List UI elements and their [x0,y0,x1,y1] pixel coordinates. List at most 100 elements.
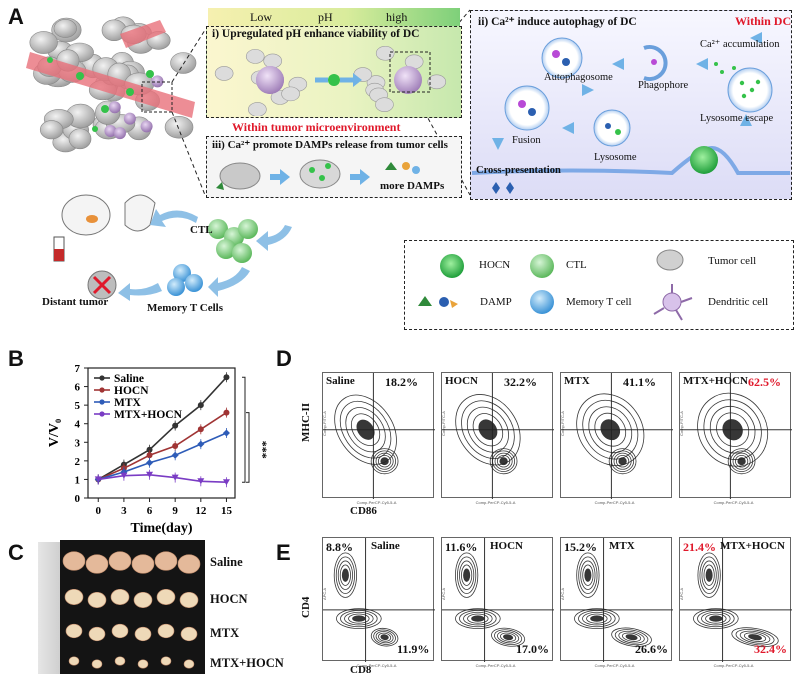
photo-label-mtx-hocn: MTX+HOCN [210,656,284,670]
panel-letter-d: D [276,346,292,371]
density-contour [455,552,479,598]
data-point [197,402,204,409]
flow-contour [442,538,554,662]
density-contour [463,611,493,626]
flow-axis-x: Comp-PerCP-Cy5-5-A [594,663,635,668]
series-line-hocn [97,411,227,481]
quadrant-percentage-top-left: 15.2% [564,540,597,554]
tumor-sample [131,554,155,574]
data-point [171,451,179,459]
tumor-sample [156,589,176,605]
data-point [146,452,153,459]
density-contour [457,556,477,594]
density-contour [472,413,504,447]
density-contour [336,608,382,629]
density-contour [735,629,775,646]
more-damps-label: more DAMPs [380,180,445,192]
flow-axis-y: APC-A [679,587,684,600]
density-contour [701,611,731,626]
density-contour [730,450,754,472]
dc-viability-illustration [214,46,447,116]
data-point [222,479,230,486]
tumor-sample [183,659,195,669]
ca-accumulation-label: Ca²⁺ accumulation [700,39,780,50]
data-point [146,446,153,453]
density-contour [335,556,355,594]
sig-bracket-outer [242,376,246,483]
ph-mid-label: pH [318,10,333,24]
density-contour [373,629,396,645]
x-tick-label: 6 [147,505,153,517]
plot-group-label: MTX+HOCN [683,375,748,387]
quadrant-percentage: 62.5% [748,375,781,389]
density-contour [461,564,473,586]
flow-contour [323,538,435,662]
density-contour [618,457,627,466]
microenv-label: Within tumor microenvironment [232,120,401,134]
density-contour [497,455,511,468]
autophagy-illustration [472,32,790,194]
data-point [172,422,179,429]
data-point [197,440,205,448]
flow-axis-x: Comp-PerCP-Cy5-5-A [356,663,397,668]
plot-group-label: Saline [371,540,400,552]
tumor-sample [65,623,83,639]
x-tick-label: 12 [195,505,207,517]
legend-box [404,240,794,330]
legend-damp: DAMP [480,296,512,308]
panel-e-xlabel: CD8 [350,664,372,676]
density-contour [576,552,600,598]
flow-axis-x: Comp-PerCP-Cy5-5-A [594,500,635,505]
density-contour [333,552,357,598]
density-contour [578,556,598,594]
legend-hocn: HOCN [479,259,511,271]
tumor-cluster-illustration [26,16,197,153]
tumor-sample [134,626,152,642]
tumor-sample [160,656,172,666]
density-contour [339,564,351,586]
tumor-sample [133,592,153,608]
tumor-sample [177,554,201,574]
ph-gradient-bar [208,8,460,26]
quadrant-percentage-top-left: 21.4% [683,540,716,554]
y-tick-label: 5 [75,400,81,412]
tumor-sample [154,551,178,571]
quadrant-percentage-bottom-right: 17.0% [516,642,549,656]
ctl-icon [530,254,554,278]
y-tick-label: 1 [75,474,81,486]
density-contour [459,610,497,628]
tumor-sample [180,626,198,642]
tumor-sample [110,589,130,605]
density-contour [703,564,715,586]
panel-letter-c: C [8,540,24,565]
x-axis-label: Time(day) [131,521,193,535]
density-contour [356,419,375,440]
density-contour [594,412,627,447]
density-contour [494,629,523,646]
density-contour [611,627,652,647]
density-contour [378,632,392,642]
tumor-sample [111,623,129,639]
plot-group-label: HOCN [490,540,523,552]
sig-bracket-inner [246,412,250,483]
plot-group-label: MTX [609,540,635,552]
y-tick-label: 4 [75,419,81,431]
tumor-sample [91,659,103,669]
density-contour [737,457,746,466]
density-contour [500,632,517,642]
panel-letter-e: E [276,540,291,565]
flow-contour [680,538,792,662]
lysosome-escape-label: Lysosome escape [700,113,774,124]
autophagosome-label: Autophagosome [544,72,613,83]
density-contour [455,608,501,629]
x-tick-label: 15 [221,505,233,517]
density-contour [340,610,378,628]
legend-label: MTX+HOCN [114,409,183,421]
density-contour [467,613,489,624]
density-contour [743,632,767,642]
tumor-samples [62,551,201,669]
immune-cycle-illustration [53,194,292,301]
plot-group-label: HOCN [445,375,478,387]
density-contour [370,627,399,647]
